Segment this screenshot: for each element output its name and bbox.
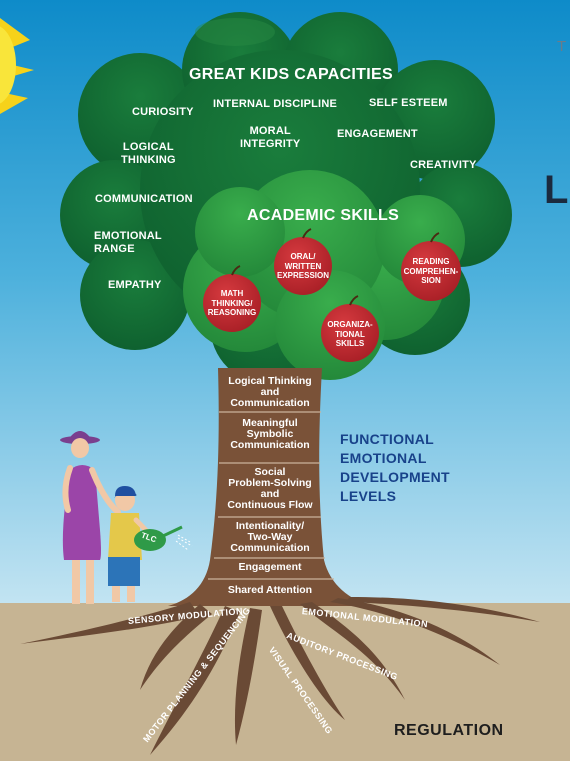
tree-roots [20, 597, 540, 755]
woman-figure [60, 431, 121, 604]
capacity-emotional-range: EMOTIONAL RANGE [94, 230, 162, 255]
level-engagement: Engagement [238, 561, 302, 573]
apple-reading-label: READING COMPREHEN- SION [403, 257, 459, 286]
functional-levels-label: FUNCTIONAL EMOTIONAL DEVELOPMENT LEVELS [340, 431, 450, 504]
watering-can-icon [134, 525, 193, 551]
apple-organizational-icon [321, 295, 379, 362]
apple-oral-written-icon [274, 228, 332, 295]
edge-letter-big: L [544, 168, 569, 212]
capacity-empathy: EMPATHY [108, 279, 162, 291]
capacity-engagement: ENGAGEMENT [337, 128, 418, 140]
trunk-dividers [208, 411, 334, 580]
capacities-title: GREAT KIDS CAPACITIES [189, 66, 393, 83]
capacity-self-esteem: SELF ESTEEM [369, 97, 448, 109]
capacity-curiosity: CURIOSITY [132, 106, 194, 118]
academic-skills-title: ACADEMIC SKILLS [247, 207, 400, 224]
level-intentionality: Intentionality/ Two-Way Communication [230, 520, 310, 555]
child-figure [108, 486, 153, 602]
apple-math-icon [203, 265, 261, 332]
apple-math-label: MATH THINKING/ REASONING [207, 289, 257, 318]
apple-organizational-label: ORGANIZA- TIONAL SKILLS [327, 320, 373, 349]
capacity-communication: COMMUNICATION [95, 193, 193, 205]
capacity-internal-discipline: INTERNAL DISCIPLINE [213, 98, 337, 110]
capacity-moral-integrity: MORAL INTEGRITY [240, 125, 301, 150]
level-logical-thinking: Logical Thinking and Communication [228, 375, 312, 410]
sun-icon [0, 18, 34, 114]
regulation-label: REGULATION [394, 722, 504, 739]
tree-trunk [168, 368, 372, 606]
capacity-logical-thinking: LOGICAL THINKING [121, 141, 176, 166]
edge-letter-top: T [557, 38, 567, 55]
capacity-creativity: CREATIVITY [410, 159, 477, 171]
apple-oral-written-label: ORAL/ WRITTEN EXPRESSION [276, 252, 329, 281]
level-meaningful-symbolic: Meaningful Symbolic Communication [230, 417, 310, 452]
level-shared-attention: Shared Attention [227, 584, 313, 596]
level-social-problem-solving: Social Problem-Solving and Continuous Fl… [227, 466, 313, 512]
apple-reading-icon [401, 232, 461, 301]
